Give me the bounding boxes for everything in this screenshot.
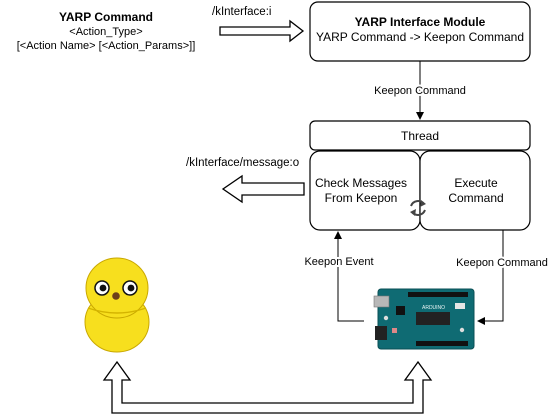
yarp-interface-module: YARP Interface Module YARP Command -> Ke… [309,1,531,62]
arduino-board-icon: ARDUINO [373,288,475,350]
execute-command-box: Execute Command [419,150,531,231]
output-port-arrow [221,174,305,204]
yarp-command-block: YARP Command <Action_Type> [<Action Name… [17,10,196,52]
input-port-label: /kInterface:i [212,6,271,18]
output-port-label: /kInterface/message:o [186,157,299,169]
yarp-command-action-type: <Action_Type> [69,26,142,38]
keepon-event-label: Keepon Event [304,256,373,268]
execute-command-line2: Command [448,191,503,205]
keepon-event-connector [334,231,364,322]
robot-board-link-arrow [102,360,433,414]
keepon-command-connector [477,230,504,325]
module-to-thread-connector [416,61,424,120]
yarp-command-action-params: [<Action Name> [<Action_Params>]] [17,40,196,52]
refresh-icon [410,200,426,216]
check-messages-line1: Check Messages [315,176,407,190]
interface-module-subtitle: YARP Command -> Keepon Command [316,30,524,44]
check-messages-line2: From Keepon [325,191,398,205]
thread-container: Thread [309,120,531,151]
input-port-arrow [219,19,305,43]
execute-command-line1: Execute [454,176,498,190]
check-messages-box: Check Messages From Keepon [309,150,421,231]
svg-text:ARDUINO: ARDUINO [422,305,445,311]
yarp-command-title: YARP Command [59,10,153,24]
keepon-robot-icon [84,257,150,353]
interface-module-title: YARP Interface Module [355,15,486,29]
keepon-command-top-label: Keepon Command [374,85,466,97]
keepon-command-right-label: Keepon Command [456,257,548,269]
thread-label: Thread [401,129,439,143]
